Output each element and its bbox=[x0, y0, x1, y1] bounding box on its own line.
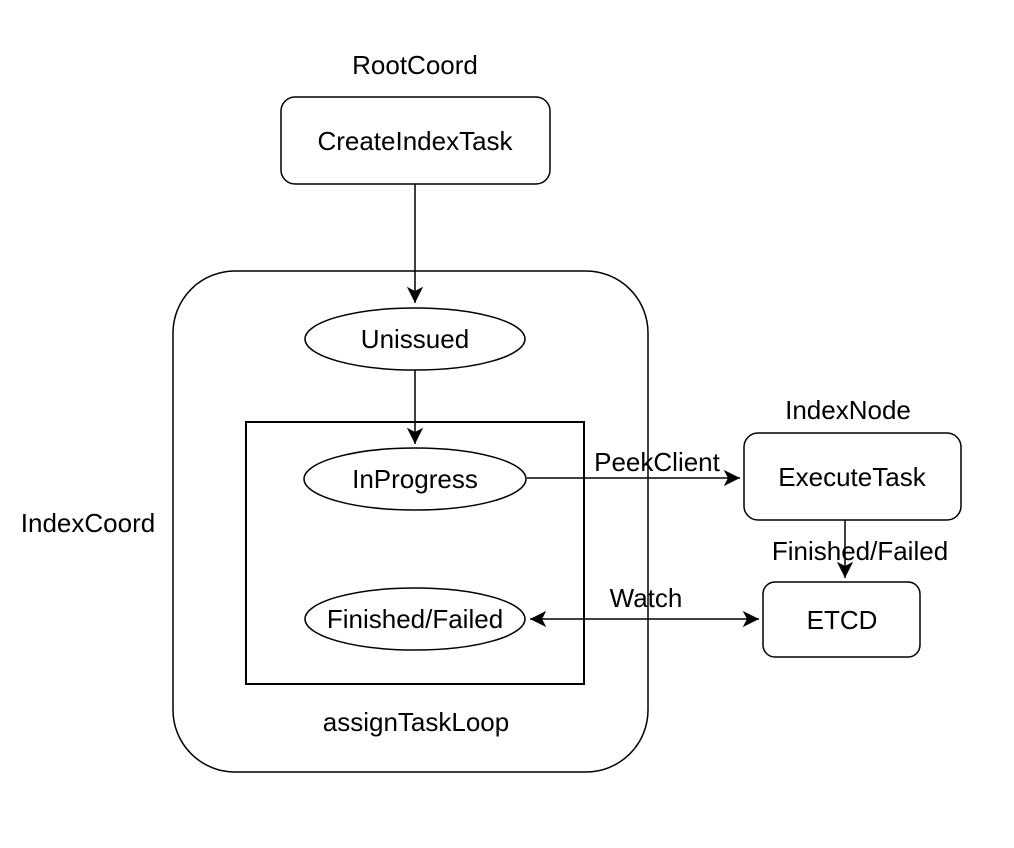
assigntaskloop-group-label: assignTaskLoop bbox=[323, 707, 509, 737]
in-progress-state-label: InProgress bbox=[352, 464, 478, 494]
in-progress-state-node bbox=[303, 447, 527, 511]
etcd-label: ETCD bbox=[807, 605, 878, 635]
finished-failed-state-node bbox=[304, 587, 526, 651]
finished-failed-state-label: Finished/Failed bbox=[327, 604, 503, 634]
execute-task-label: ExecuteTask bbox=[778, 462, 926, 492]
indexnode-group-label: IndexNode bbox=[785, 395, 911, 425]
execute-task-node bbox=[743, 432, 962, 521]
watch-edge-label: Watch bbox=[610, 583, 683, 613]
index-coord-container bbox=[172, 270, 649, 773]
create-index-task-label: CreateIndexTask bbox=[317, 126, 513, 156]
unissued-state-label: Unissued bbox=[361, 324, 469, 354]
finished-failed-edge-label: Finished/Failed bbox=[772, 536, 948, 566]
rootcoord-group-label: RootCoord bbox=[352, 50, 478, 80]
indexcoord-group-label: IndexCoord bbox=[21, 508, 155, 538]
assign-task-loop-container bbox=[245, 421, 585, 685]
peekclient-edge-label: PeekClient bbox=[594, 447, 721, 477]
etcd-node bbox=[762, 581, 921, 658]
